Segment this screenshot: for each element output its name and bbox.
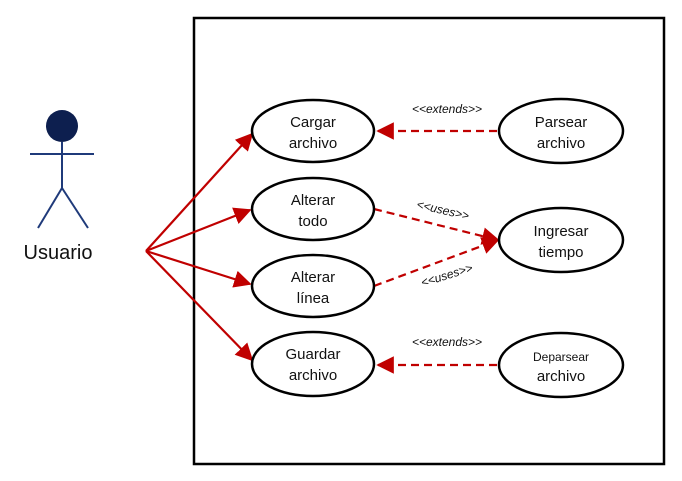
use-case-ellipse bbox=[250, 330, 376, 398]
associations bbox=[145, 132, 254, 362]
use-case-ellipse bbox=[250, 98, 376, 164]
use-case-label-line2: archivo bbox=[537, 135, 585, 152]
use-case-alterar-linea: Alterar línea bbox=[250, 253, 376, 319]
use-case-ellipse bbox=[497, 331, 625, 399]
use-case-label-line1: Deparsear bbox=[533, 350, 589, 364]
use-case-label-line1: Parsear bbox=[535, 114, 588, 131]
dashed-relations bbox=[373, 122, 500, 374]
association-guardar bbox=[145, 250, 254, 362]
actor-usuario: Usuario bbox=[24, 110, 94, 264]
use-case-parsear-archivo: Parsear archivo bbox=[497, 97, 625, 165]
use-case-ellipse bbox=[497, 206, 625, 274]
actor-label: Usuario bbox=[24, 242, 93, 264]
use-case-label-line2: archivo bbox=[537, 368, 585, 385]
use-case-label-line2: archivo bbox=[289, 135, 337, 152]
use-case-label-line1: Alterar bbox=[291, 269, 335, 286]
use-case-label-line2: línea bbox=[297, 290, 330, 307]
use-case-ellipse bbox=[250, 253, 376, 319]
actor-head bbox=[46, 110, 78, 142]
extends-top-label: <<extends>> bbox=[412, 102, 482, 116]
actor-left-leg bbox=[37, 187, 63, 229]
uses-top-label: <<uses>> bbox=[415, 197, 470, 223]
use-case-label-line1: Ingresar bbox=[533, 223, 588, 240]
use-case-cargar-archivo: Cargar archivo bbox=[250, 98, 376, 164]
use-case-ellipse bbox=[250, 176, 376, 242]
use-case-label-line1: Alterar bbox=[291, 192, 335, 209]
use-case-label-line2: tiempo bbox=[538, 244, 583, 261]
uses-bottom-line bbox=[373, 237, 500, 288]
association-alterar-linea bbox=[145, 249, 252, 288]
use-case-deparsear-archivo: Deparsear archivo bbox=[497, 331, 625, 399]
extends-bottom-label: <<extends>> bbox=[412, 335, 482, 349]
use-case-label-line1: Guardar bbox=[285, 346, 340, 363]
use-case-ellipse bbox=[497, 97, 625, 165]
use-case-guardar-archivo: Guardar archivo bbox=[250, 330, 376, 398]
use-case-alterar-todo: Alterar todo bbox=[250, 176, 376, 242]
use-case-label-line2: todo bbox=[298, 213, 327, 230]
association-alterar-todo bbox=[145, 207, 252, 253]
use-case-label-line2: archivo bbox=[289, 367, 337, 384]
association-cargar bbox=[145, 132, 254, 252]
use-case-label-line1: Cargar bbox=[290, 114, 336, 131]
uses-top-line bbox=[373, 207, 500, 245]
system-boundary bbox=[192, 16, 666, 466]
actor-right-leg bbox=[61, 187, 89, 229]
use-case-ingresar-tiempo: Ingresar tiempo bbox=[497, 206, 625, 274]
